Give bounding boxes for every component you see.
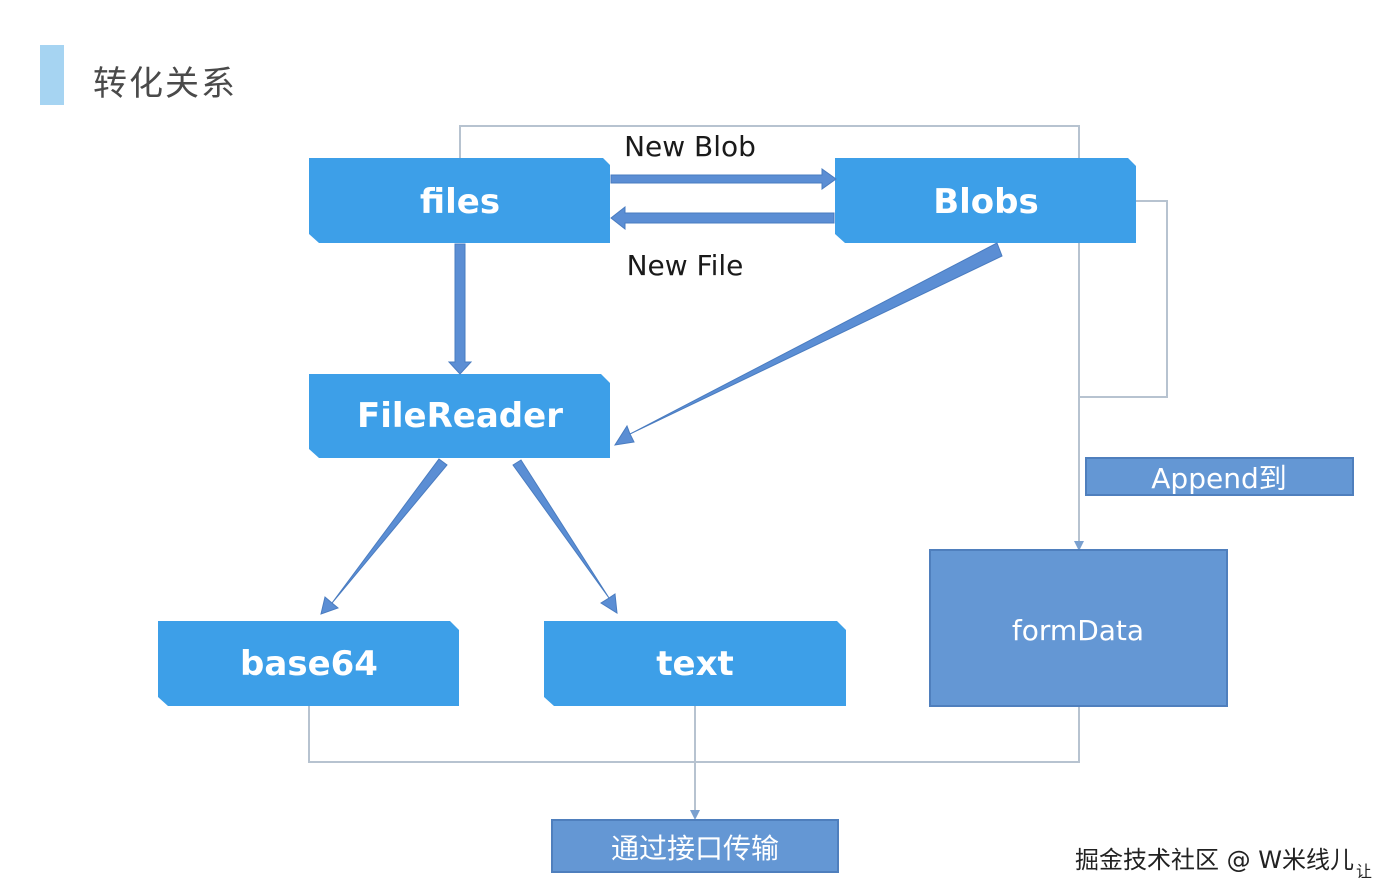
- blobs-to-formdata-line: [1079, 200, 1168, 398]
- node-formdata[interactable]: formData: [929, 549, 1228, 707]
- connector-lines: [308, 125, 1168, 813]
- node-text[interactable]: text: [544, 621, 846, 706]
- watermark-tail: 让: [1356, 862, 1373, 881]
- transfer-label: 通过接口传输: [611, 832, 779, 865]
- page-title: 转化关系: [93, 64, 237, 104]
- new-blob-label: New Blob: [624, 130, 756, 163]
- node-filereader-label: FileReader: [357, 396, 563, 436]
- node-base64[interactable]: base64: [158, 621, 459, 706]
- transfer-box: 通过接口传输: [551, 819, 839, 873]
- watermark: 掘金技术社区 @ W米线儿: [1075, 846, 1354, 874]
- node-filereader[interactable]: FileReader: [309, 374, 610, 458]
- files-to-filereader-arrow: [447, 243, 473, 375]
- node-blobs-label: Blobs: [933, 182, 1039, 222]
- append-label-box: Append到: [1085, 457, 1354, 496]
- new-blob-arrow: [610, 168, 837, 190]
- transfer-arrowhead: [690, 810, 700, 820]
- node-base64-label: base64: [240, 644, 378, 684]
- blobs-to-filereader-arrow: [613, 242, 1003, 446]
- formdata-arrowhead: [1074, 541, 1084, 551]
- node-text-label: text: [656, 644, 734, 684]
- files-to-formdata-line: [459, 125, 1080, 545]
- new-file-label: New File: [627, 249, 744, 282]
- thick-arrows: [320, 168, 1003, 615]
- title-accent-bar: [40, 45, 64, 105]
- node-formdata-label: formData: [1012, 614, 1144, 647]
- node-files-label: files: [420, 182, 500, 222]
- filereader-to-text-arrow: [512, 459, 618, 614]
- node-blobs[interactable]: Blobs: [835, 158, 1136, 243]
- new-file-arrow: [610, 205, 835, 231]
- node-files[interactable]: files: [309, 158, 610, 243]
- append-label: Append到: [1151, 462, 1286, 495]
- filereader-to-base64-arrow: [320, 458, 448, 615]
